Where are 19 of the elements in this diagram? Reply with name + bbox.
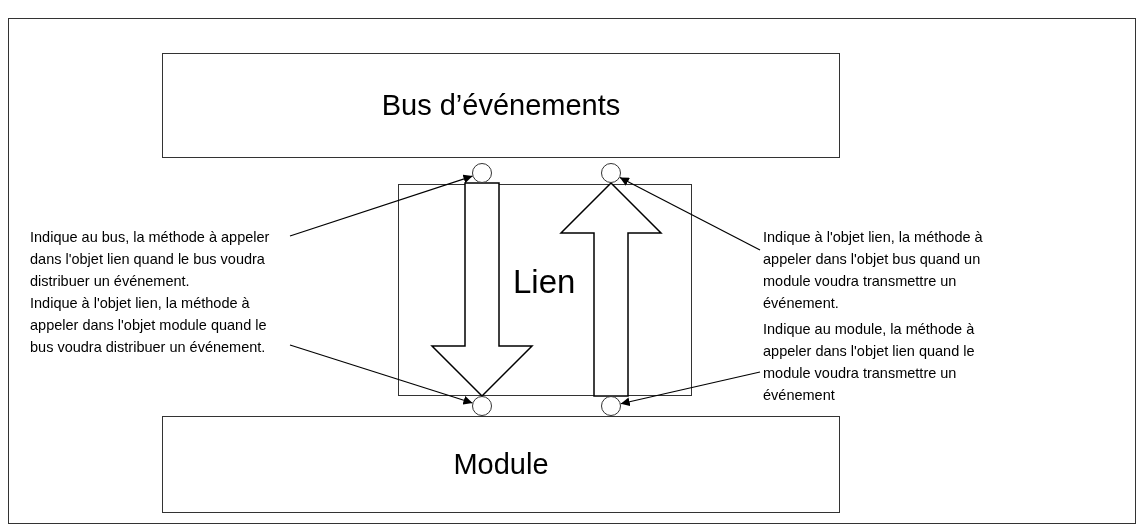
leader-line	[289, 174, 474, 237]
annotation-text: Indique au bus, la méthode à appeler dans l'objet lien quand le bus voudra distribuer un événement.	[30, 226, 292, 292]
component-title: Module	[453, 448, 549, 481]
component-box	[162, 53, 840, 158]
port-circle	[601, 396, 621, 416]
port-circle	[472, 163, 492, 183]
block-arrow	[559, 181, 663, 397]
component-title: Lien	[513, 263, 576, 301]
component-box	[162, 416, 840, 513]
leader-line	[619, 177, 761, 251]
component-title: Bus d’événements	[381, 89, 621, 122]
port-circle	[472, 396, 492, 416]
annotation-text: Indique au module, la méthode à appeler dans l'objet lien quand le module voudra transmettre un événement	[763, 318, 1023, 406]
block-arrow	[430, 182, 534, 398]
annotation-text: Indique à l'objet lien, la méthode à appeler dans l'objet module quand le bus voudra distribuer un événement.	[30, 292, 292, 358]
port-circle	[601, 163, 621, 183]
leader-line	[620, 371, 761, 407]
annotation-text: Indique à l'objet lien, la méthode à appeler dans l'objet bus quand un module voudra transmettre un événement.	[763, 226, 1023, 314]
leader-line	[289, 344, 474, 405]
